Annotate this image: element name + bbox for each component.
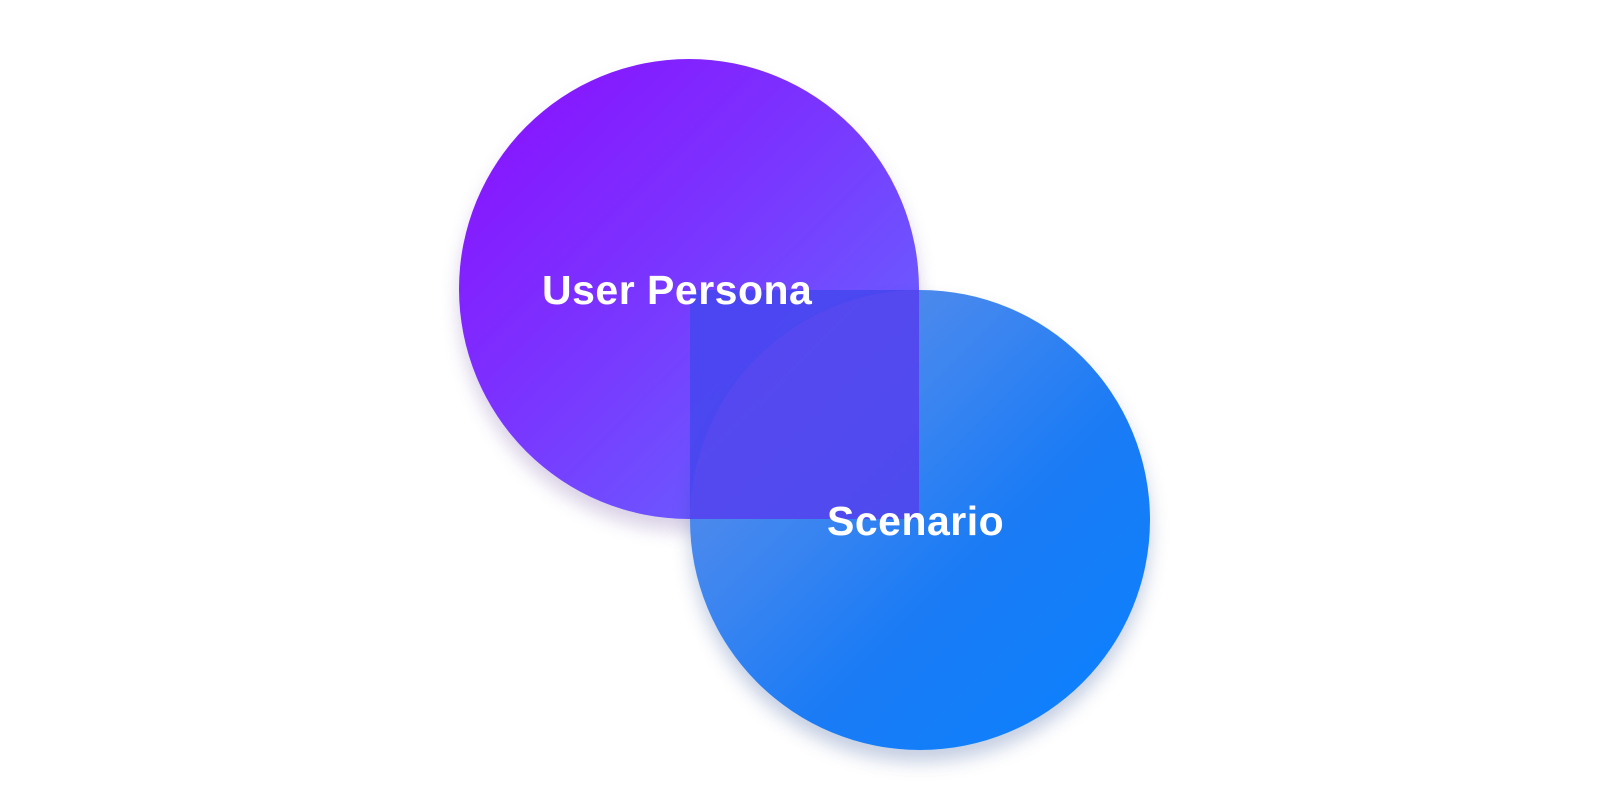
- overlap-region: [690, 290, 919, 519]
- scenario-label: Scenario: [827, 498, 1005, 544]
- user-persona-label: User Persona: [542, 267, 813, 313]
